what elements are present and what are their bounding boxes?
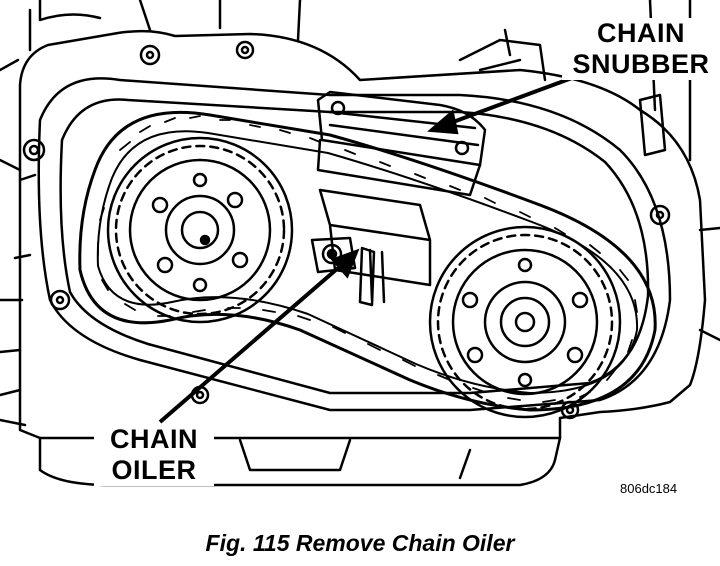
chain-snubber-label-line2: SNUBBER <box>572 49 710 79</box>
left-sprocket-web <box>128 158 272 302</box>
chain-snubber-label: CHAIN SNUBBER <box>562 18 720 80</box>
engine-block-left-edge <box>0 58 27 427</box>
chain-oiler-body <box>310 236 357 274</box>
oiler-leader-line <box>158 260 347 424</box>
snubber-leader-line <box>444 73 581 127</box>
chain-oiler-bolt <box>321 243 343 265</box>
chain-snubber-label-line1: CHAIN <box>597 18 685 48</box>
snubber-arrowhead <box>427 109 459 135</box>
right-sprocket-web <box>451 248 599 396</box>
chain-oiler-label-line1: CHAIN <box>110 424 198 454</box>
oiler-arrowhead <box>330 248 360 279</box>
figure-caption: Fig. 115 Remove Chain Oiler <box>205 530 515 556</box>
left-sprocket-teeth <box>114 144 286 316</box>
right-sprocket-hub <box>483 280 567 364</box>
timing-chain-inner <box>96 130 639 394</box>
right-sprocket-outer <box>428 225 622 419</box>
chain-oiler-label-line2: OILER <box>111 455 197 485</box>
left-sprocket-outer <box>106 136 294 324</box>
engine-block-outline <box>18 29 707 440</box>
timing-chain-outer <box>78 110 657 412</box>
left-sprocket-hub <box>164 194 236 266</box>
engine-block-top <box>28 0 302 52</box>
right-sprocket-teeth <box>436 233 614 411</box>
chain-oiler-label: CHAIN OILER <box>94 424 214 486</box>
figure-id: 806dc184 <box>620 481 678 496</box>
